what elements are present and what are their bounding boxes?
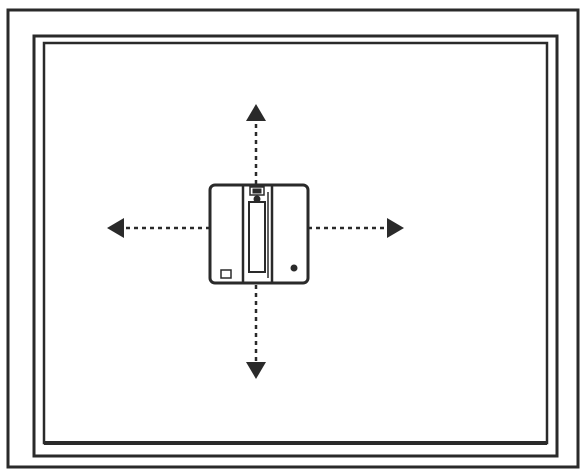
window-frame	[6, 8, 580, 469]
robot-indicator-dot	[253, 195, 261, 203]
movement-paths	[122, 118, 390, 363]
outer-frame-outline	[6, 8, 580, 469]
down-arrow	[246, 362, 266, 379]
window-cleaning-robot	[208, 183, 310, 285]
arrow-heads	[107, 104, 404, 379]
robot-top-tab-inner	[252, 188, 262, 194]
robot-corner-button	[220, 269, 232, 279]
left-arrow	[107, 218, 124, 238]
robot-top-tab	[249, 186, 265, 196]
right-arrow	[387, 218, 404, 238]
robot-sensor-dot	[290, 264, 298, 272]
robot-body	[208, 183, 310, 285]
up-arrow	[246, 104, 266, 121]
inner-frame-outline	[32, 34, 559, 458]
